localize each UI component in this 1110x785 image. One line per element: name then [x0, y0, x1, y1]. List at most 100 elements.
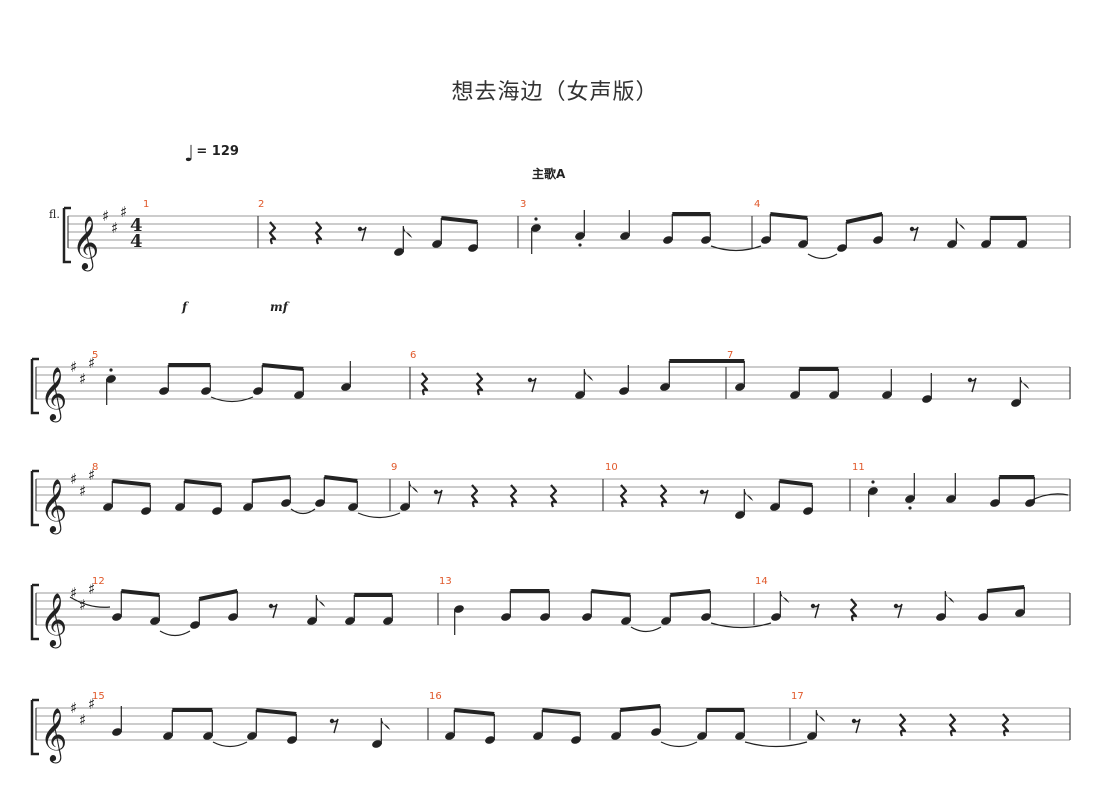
note-head	[501, 613, 511, 621]
treble-clef-icon: 𝄞	[40, 366, 67, 422]
note-head	[485, 736, 495, 744]
eighth-rest	[435, 489, 443, 505]
key-signature-sharp: ♯	[88, 466, 95, 484]
note-head	[540, 613, 550, 621]
note-head	[315, 499, 325, 507]
eighth-rest	[701, 489, 709, 505]
key-signature-sharp: ♯	[79, 711, 86, 729]
note-head	[112, 728, 122, 736]
tie	[710, 245, 762, 252]
note-head	[112, 613, 122, 621]
note-head	[400, 503, 410, 511]
measure-number: 12	[92, 576, 105, 587]
note-head	[735, 511, 745, 519]
note-head	[383, 617, 393, 625]
note-head	[345, 617, 355, 625]
note-head	[341, 383, 351, 391]
note-head	[663, 236, 673, 244]
tie	[357, 512, 401, 519]
note-head	[1015, 609, 1025, 617]
bracket	[30, 698, 39, 756]
dynamic-mf: mf	[270, 300, 288, 314]
tie	[660, 741, 698, 748]
key-signature-sharp: ♯	[70, 470, 77, 488]
bracket	[30, 357, 39, 415]
note-head	[307, 617, 317, 625]
note-head	[981, 240, 991, 248]
note-head	[1017, 240, 1027, 248]
treble-clef-icon: 𝄞	[40, 478, 67, 534]
note-head	[203, 732, 213, 740]
note-head	[141, 507, 151, 515]
note-head	[697, 732, 707, 740]
beam	[184, 479, 222, 487]
note-head	[947, 240, 957, 248]
note-head	[882, 391, 892, 399]
note-head	[582, 613, 592, 621]
beam	[845, 212, 883, 224]
eighth-rest	[911, 226, 919, 242]
note-head	[201, 387, 211, 395]
note-head	[575, 232, 585, 240]
note-head	[159, 387, 169, 395]
note-head	[106, 375, 116, 383]
quarter-rest	[470, 484, 479, 508]
beam	[542, 708, 581, 716]
note-head	[946, 495, 956, 503]
key-signature-sharp: ♯	[88, 695, 95, 713]
key-signature-sharp: ♯	[111, 219, 118, 237]
tie	[212, 741, 248, 748]
bracket	[30, 583, 39, 641]
measure-number: 6	[410, 350, 416, 361]
quarter-rest	[420, 372, 429, 396]
note-head	[103, 503, 113, 511]
note-head	[212, 507, 222, 515]
note-head	[468, 244, 478, 252]
dynamic-f: f	[182, 300, 188, 314]
note-head	[798, 240, 808, 248]
measure-number: 2	[258, 199, 264, 210]
key-signature-sharp: ♯	[88, 580, 95, 598]
bracket	[62, 206, 71, 264]
key-signature-sharp: ♯	[79, 482, 86, 500]
eighth-rest	[270, 603, 278, 619]
quarter-rest	[948, 713, 957, 737]
note-flag	[381, 718, 391, 730]
beam	[121, 589, 160, 597]
quarter-rest	[898, 713, 907, 737]
note-head	[936, 613, 946, 621]
note-head	[701, 613, 711, 621]
quarter-rest	[1001, 713, 1010, 737]
beam	[620, 704, 661, 712]
note-head	[651, 728, 661, 736]
tie	[807, 253, 838, 260]
note-head	[905, 495, 915, 503]
note-head	[807, 732, 817, 740]
note-head	[761, 236, 771, 244]
beam	[670, 589, 711, 597]
note-head	[868, 487, 878, 495]
staccato-dot	[908, 506, 912, 510]
beam	[779, 479, 813, 487]
eighth-rest	[853, 718, 861, 734]
quarter-rest	[549, 484, 558, 508]
beam	[454, 708, 495, 716]
note-flag	[1020, 377, 1030, 389]
time-signature-top: 4	[130, 215, 143, 236]
treble-clef-icon: 𝄞	[72, 215, 99, 271]
key-signature-sharp: ♯	[88, 354, 95, 372]
measure-number: 14	[755, 576, 768, 587]
tie	[710, 622, 772, 629]
bracket	[30, 469, 39, 527]
note-head	[163, 732, 173, 740]
note-head	[621, 617, 631, 625]
eighth-rest	[895, 603, 903, 619]
note-head	[829, 391, 839, 399]
beam	[441, 216, 478, 224]
measure-number: 8	[92, 462, 98, 473]
beam	[262, 363, 304, 371]
staccato-dot	[578, 243, 582, 247]
tempo-marking: ♩= 129	[184, 142, 239, 167]
staccato-dot	[871, 480, 875, 484]
